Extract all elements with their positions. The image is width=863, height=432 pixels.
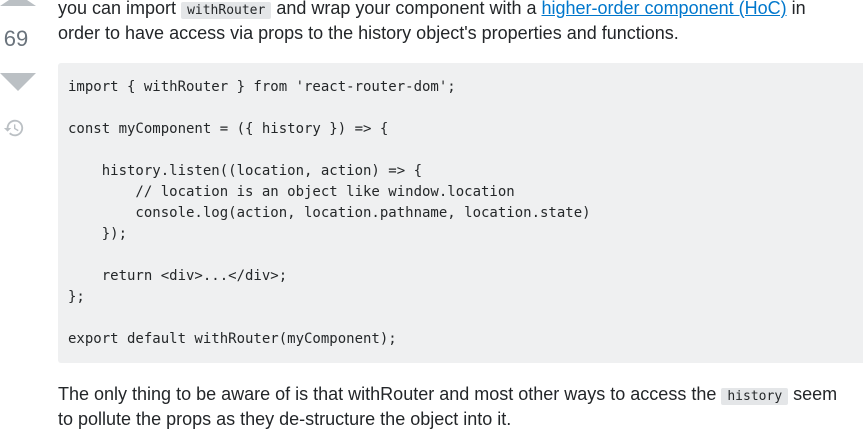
text: to pollute the props as they de-structur… bbox=[58, 409, 512, 429]
downvote-arrow-icon[interactable] bbox=[0, 73, 36, 91]
intro-paragraph: you can import withRouter and wrap your … bbox=[58, 0, 806, 44]
hoc-link[interactable]: higher-order component (HoC) bbox=[541, 0, 787, 18]
upvote-arrow-icon[interactable] bbox=[0, 0, 36, 6]
text: seem bbox=[788, 384, 838, 404]
vote-count: 69 bbox=[3, 26, 29, 51]
outro-paragraph: The only thing to be aware of is that wi… bbox=[58, 383, 837, 430]
vote-column: 69 bbox=[0, 0, 40, 432]
code-block: import { withRouter } from 'react-router… bbox=[58, 63, 863, 363]
code-line: console.log(action, location.pathname, l… bbox=[135, 205, 591, 221]
code-content: import { withRouter } from 'react-router… bbox=[58, 63, 863, 364]
text: order to have access via props to the hi… bbox=[58, 23, 679, 43]
code-line: export default withRouter(myComponent); bbox=[68, 331, 397, 347]
code-line: history.listen((location, action) => { bbox=[101, 163, 423, 179]
text: in bbox=[786, 0, 806, 18]
inline-code-history: history bbox=[721, 388, 789, 405]
text: you can import bbox=[58, 0, 182, 18]
code-line: const myComponent = ({ history }) => { bbox=[68, 121, 389, 137]
text: The only thing to be aware of is that wi… bbox=[58, 384, 722, 404]
code-line: }); bbox=[101, 226, 128, 242]
code-line: // location is an object like window.loc… bbox=[135, 184, 515, 200]
code-line: import { withRouter } from 'react-router… bbox=[68, 79, 456, 95]
code-line: return <div>...</div>; bbox=[101, 268, 288, 284]
history-icon[interactable] bbox=[3, 117, 25, 139]
code-line: }; bbox=[68, 289, 85, 305]
inline-code-withrouter: withRouter bbox=[181, 2, 272, 19]
text: and wrap your component with a bbox=[271, 0, 542, 18]
